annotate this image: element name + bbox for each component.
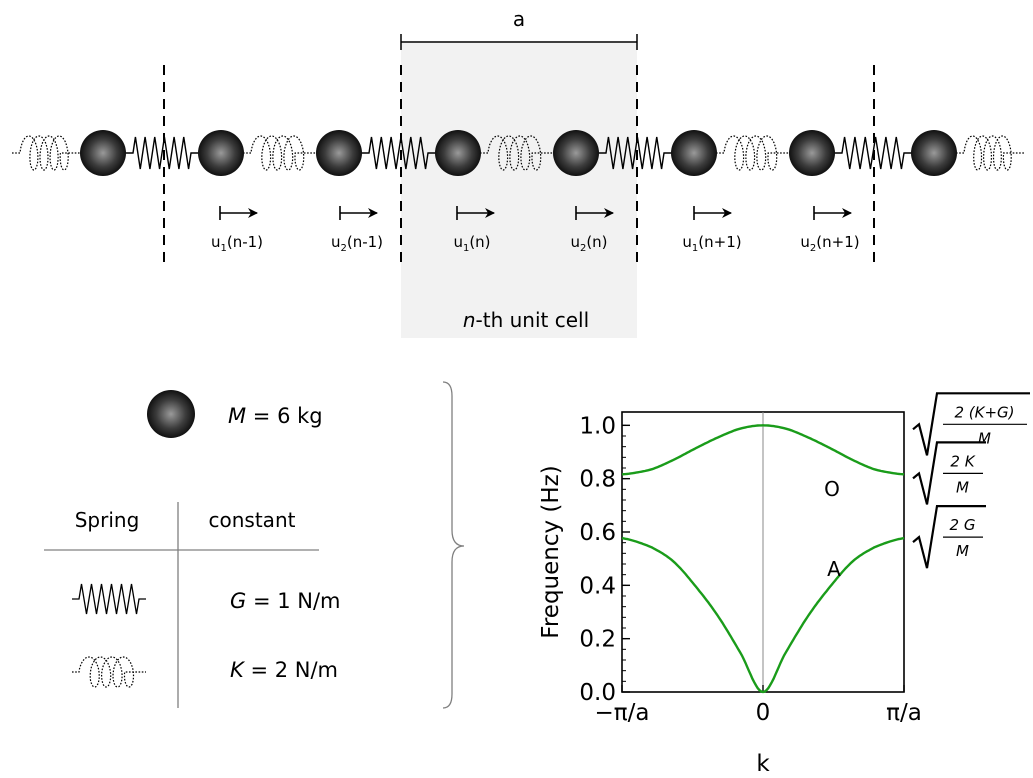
y-tick-label: 1.0 xyxy=(579,413,616,439)
spring-k xyxy=(12,135,81,171)
mass-label: M = 6 kg xyxy=(228,404,323,428)
dispersion-curves xyxy=(621,424,905,694)
lattice-constant-bracket xyxy=(400,34,638,50)
dispersion-chart: 0.0 0.2 0.4 0.6 0.8 1.0 −π/a 0 π/a O A Frequenc… xyxy=(538,392,1030,777)
spring-k xyxy=(243,135,317,171)
mass-icon xyxy=(147,390,195,438)
mass-ball xyxy=(671,130,717,176)
y-ticks: 0.0 0.2 0.4 0.6 0.8 1.0 xyxy=(579,413,630,706)
grouping-brace xyxy=(442,381,465,709)
sqrt-sign xyxy=(912,441,986,505)
sqrt-annotation: 2 G M xyxy=(912,505,986,569)
sqrt-annotation: 2 (K+G) M xyxy=(912,392,1030,456)
x-tick-label: π/a xyxy=(886,700,922,726)
sqrt-annotation: 2 K M xyxy=(912,441,986,505)
unit-cell-shading xyxy=(401,43,637,338)
y-tick-label: 0.8 xyxy=(579,467,616,493)
displacement-label: u2(n+1) xyxy=(800,233,859,254)
sqrt-denominator: M xyxy=(956,478,969,496)
displacement-label: u2(n-1) xyxy=(331,233,383,254)
sqrt-numerator: 2 K xyxy=(950,452,975,470)
spring-column-header: Spring xyxy=(75,508,140,532)
mass-ball xyxy=(316,130,362,176)
masses xyxy=(80,130,957,176)
constant-column-header: constant xyxy=(209,508,296,532)
displacement-labels: u1(n-1) u2(n-1) u1(n) u2(n) u1(n+1) u2(n… xyxy=(211,233,860,254)
sqrt-sign xyxy=(912,392,1030,456)
spring-g-glyph xyxy=(72,583,146,615)
spring-k xyxy=(716,135,790,171)
sqrt-numerator: 2 (K+G) xyxy=(954,403,1014,421)
parameter-legend: M = 6 kg Spring constant G = 1 N/m K = 2… xyxy=(44,381,465,709)
unit-cell-caption: n-th unit cell xyxy=(463,308,589,332)
y-tick-label: 0.2 xyxy=(579,627,616,653)
springs xyxy=(12,135,1024,171)
spring-k xyxy=(956,135,1024,171)
spring-k-icon xyxy=(72,656,146,688)
mass-ball xyxy=(435,130,481,176)
spring-g-constant: G = 1 N/m xyxy=(230,589,341,613)
chain-diagram: a u1(n-1) u2(n-1) xyxy=(12,7,1024,338)
acoustic-branch-label: A xyxy=(827,557,841,581)
branch-o-line xyxy=(621,424,905,476)
sqrt-numerator: 2 G xyxy=(950,516,976,534)
sqrt-denominator: M xyxy=(978,429,991,447)
spring-g-icon xyxy=(72,583,146,615)
displacement-label: u1(n) xyxy=(453,233,490,254)
displacement-label: u1(n-1) xyxy=(211,233,263,254)
sqrt-denominator: M xyxy=(956,542,969,560)
y-tick-label: 0.4 xyxy=(579,573,616,599)
spring-g xyxy=(125,136,199,170)
y-axis-label: Frequency (Hz) xyxy=(538,465,564,638)
branch-a-line xyxy=(621,536,905,694)
y-tick-label: 0.0 xyxy=(579,680,616,706)
mass-ball xyxy=(553,130,599,176)
spring-g xyxy=(598,136,672,170)
spring-g xyxy=(834,136,912,170)
frequency-annotations: 2 (K+G)M2 KM2 GM xyxy=(912,392,1030,569)
spring-k-glyph xyxy=(72,656,146,688)
displacement-arrows xyxy=(219,206,852,220)
mass-ball xyxy=(789,130,835,176)
mass-ball xyxy=(198,130,244,176)
x-axis-label: k xyxy=(756,751,770,777)
displacement-label: u1(n+1) xyxy=(682,233,741,254)
sqrt-sign xyxy=(912,505,986,569)
lattice-constant-label: a xyxy=(513,7,525,31)
spring-k-constant: K = 2 N/m xyxy=(230,658,338,682)
spring-g xyxy=(361,136,436,170)
displacement-label: u2(n) xyxy=(570,233,607,254)
x-tick-label: 0 xyxy=(756,700,771,726)
optical-branch-label: O xyxy=(824,477,840,501)
y-tick-label: 0.6 xyxy=(579,520,616,546)
spring-k xyxy=(480,135,554,171)
mass-ball xyxy=(911,130,957,176)
mass-ball xyxy=(80,130,126,176)
x-ticks: −π/a 0 π/a xyxy=(595,685,922,726)
x-tick-label: −π/a xyxy=(595,700,650,726)
